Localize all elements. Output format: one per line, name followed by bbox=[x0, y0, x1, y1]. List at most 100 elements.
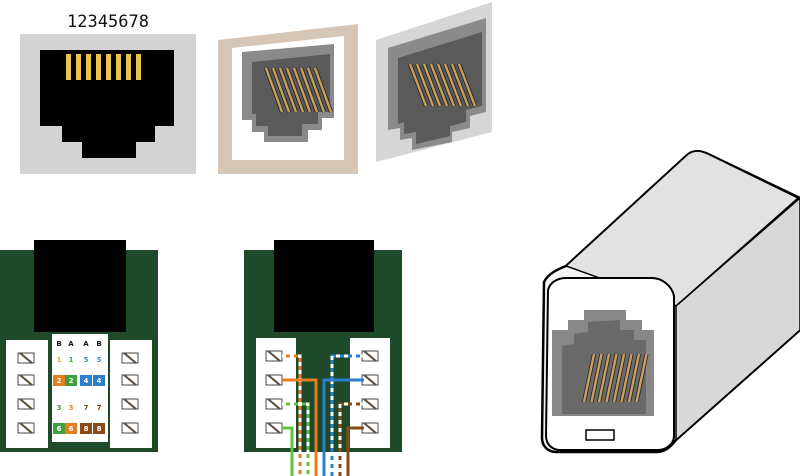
gold-pin bbox=[76, 54, 81, 80]
coupler-contact-wire bbox=[605, 353, 618, 403]
coupler-side-face bbox=[675, 197, 800, 442]
wire-green bbox=[282, 426, 294, 476]
coupler-port-depth bbox=[562, 320, 646, 414]
grey-contact-wire bbox=[415, 63, 435, 107]
color-cell bbox=[65, 423, 77, 434]
wire-green-white bbox=[282, 402, 310, 476]
jack-perspective-beige bbox=[218, 24, 358, 174]
pin-number: 3 bbox=[57, 404, 62, 412]
pin-number: 1 bbox=[57, 356, 62, 364]
wire-brown bbox=[346, 426, 364, 476]
pin-numbers-label: 12345678 bbox=[67, 12, 149, 32]
idc-blade bbox=[19, 374, 33, 386]
pin-number: 4 bbox=[97, 377, 102, 385]
pin-number: 3 bbox=[69, 404, 74, 412]
beige-contact-wire bbox=[271, 67, 291, 113]
column-header: A bbox=[83, 340, 89, 348]
beige-jack-contacts bbox=[264, 67, 333, 113]
color-cell bbox=[93, 375, 105, 386]
column-header: A bbox=[68, 340, 74, 348]
idc-blade bbox=[267, 350, 281, 362]
pin-number: 8 bbox=[97, 425, 102, 433]
grey-jack-contacts bbox=[408, 63, 477, 107]
idc-blade bbox=[19, 422, 33, 434]
idc-blade bbox=[363, 350, 377, 362]
pin-number: 1 bbox=[69, 356, 74, 364]
idc-blade bbox=[363, 374, 377, 386]
beige-contact-wire bbox=[278, 67, 298, 113]
gold-contacts bbox=[66, 54, 141, 80]
jack-front-view: 12345678 bbox=[20, 12, 196, 174]
coupler-contact-wire bbox=[620, 353, 633, 403]
idc-blade bbox=[19, 352, 33, 364]
coupler-contact-wire bbox=[597, 353, 611, 403]
color-cell bbox=[53, 375, 65, 386]
wire-brown-white bbox=[338, 402, 364, 476]
gold-pin bbox=[126, 54, 131, 80]
column-header: B bbox=[56, 340, 61, 348]
idc-blade bbox=[123, 352, 137, 364]
color-cell bbox=[93, 423, 105, 434]
wire-orange-white bbox=[282, 354, 302, 476]
gold-pin bbox=[106, 54, 111, 80]
jack-socket-right bbox=[274, 240, 374, 332]
pin-number: 2 bbox=[69, 377, 74, 385]
pin-number: 6 bbox=[57, 425, 62, 433]
idc-blade bbox=[123, 422, 137, 434]
coupler-contact-wire bbox=[627, 353, 641, 403]
coupler-contact-wire bbox=[582, 353, 596, 403]
wire-orange bbox=[282, 378, 318, 476]
gold-pin bbox=[66, 54, 71, 80]
idc-blade bbox=[123, 398, 137, 410]
beige-contact-wire bbox=[299, 67, 319, 113]
coupler-latch-slot bbox=[585, 429, 615, 441]
wire-blue-white bbox=[330, 354, 364, 476]
color-cell bbox=[53, 423, 65, 434]
coupler-contact-wire bbox=[590, 353, 603, 403]
beige-contact-wire bbox=[285, 67, 305, 113]
grey-contact-wire bbox=[408, 63, 428, 107]
pin-number: 5 bbox=[97, 356, 102, 364]
gold-pin bbox=[96, 54, 101, 80]
wire-blue bbox=[322, 378, 364, 476]
pin-number: 4 bbox=[84, 377, 89, 385]
grey-contact-wire bbox=[457, 63, 477, 107]
idc-terminals-left bbox=[17, 352, 139, 434]
color-cell bbox=[80, 423, 92, 434]
grey-contact-wire bbox=[450, 63, 470, 107]
rj45-coupler bbox=[540, 150, 800, 454]
pin-number: 2 bbox=[57, 377, 62, 385]
idc-blade bbox=[267, 374, 281, 386]
gold-pin bbox=[136, 54, 141, 80]
beige-contact-wire bbox=[313, 67, 333, 113]
column-header: B bbox=[96, 340, 101, 348]
gold-pin bbox=[116, 54, 121, 80]
pin-number: 5 bbox=[84, 356, 89, 364]
pin-number: 6 bbox=[69, 425, 74, 433]
idc-blade bbox=[267, 398, 281, 410]
color-cell bbox=[80, 375, 92, 386]
beige-contact-wire bbox=[306, 67, 326, 113]
grey-contact-wire bbox=[443, 63, 463, 107]
idc-blade bbox=[363, 422, 377, 434]
pin-number: 7 bbox=[97, 404, 102, 412]
pin-number: 8 bbox=[84, 425, 89, 433]
idc-blade bbox=[267, 422, 281, 434]
pin-number: 7 bbox=[84, 404, 89, 412]
jack-perspective-grey bbox=[376, 2, 492, 162]
gold-pin bbox=[86, 54, 91, 80]
coupler-contact-wire bbox=[612, 353, 626, 403]
jack-socket-left bbox=[34, 240, 126, 332]
beige-contact-wire bbox=[292, 67, 312, 113]
keystone-wired bbox=[244, 240, 402, 476]
coupler-contact-wire bbox=[635, 353, 648, 403]
color-cell bbox=[65, 375, 77, 386]
idc-blade bbox=[363, 398, 377, 410]
beige-contact-wire bbox=[264, 67, 284, 113]
idc-blade bbox=[123, 374, 137, 386]
grey-contact-wire bbox=[429, 63, 449, 107]
